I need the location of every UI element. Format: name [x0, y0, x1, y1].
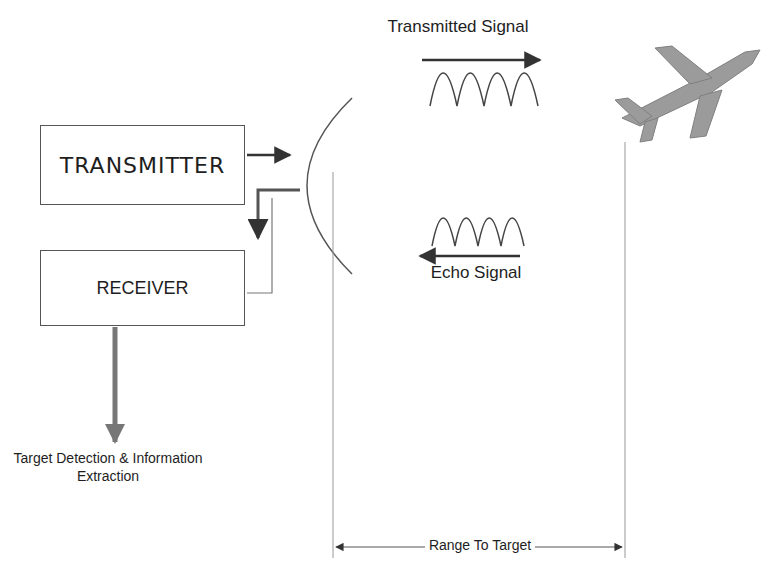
transmit-arrow	[247, 154, 290, 157]
direction-arrow	[422, 59, 540, 62]
target-aircraft	[615, 46, 760, 142]
receive-arrow	[258, 190, 300, 238]
annotation-label: Range To Target	[425, 537, 535, 555]
echo-wave	[432, 218, 524, 246]
aircraft-tail	[615, 98, 652, 124]
range-marker	[625, 142, 626, 558]
process-box: TRANSMITTER	[40, 125, 245, 205]
aircraft-tail	[640, 118, 658, 142]
receive-line	[247, 198, 272, 293]
aircraft-wing	[690, 90, 722, 138]
annotation-label: Transmitted Signal	[348, 16, 568, 37]
annotation-label: Target Detection & Information Extractio…	[13, 450, 203, 485]
annotation-label: Echo Signal	[396, 262, 556, 283]
range-marker	[333, 172, 334, 558]
aircraft-wing	[655, 46, 712, 84]
box-label: TRANSMITTER	[60, 153, 225, 178]
process-box: RECEIVER	[40, 250, 245, 326]
output-arrow	[113, 327, 118, 442]
transmitted-wave	[430, 73, 538, 106]
box-label: RECEIVER	[96, 278, 188, 299]
antenna-dish	[307, 98, 352, 274]
direction-arrow	[420, 255, 520, 258]
